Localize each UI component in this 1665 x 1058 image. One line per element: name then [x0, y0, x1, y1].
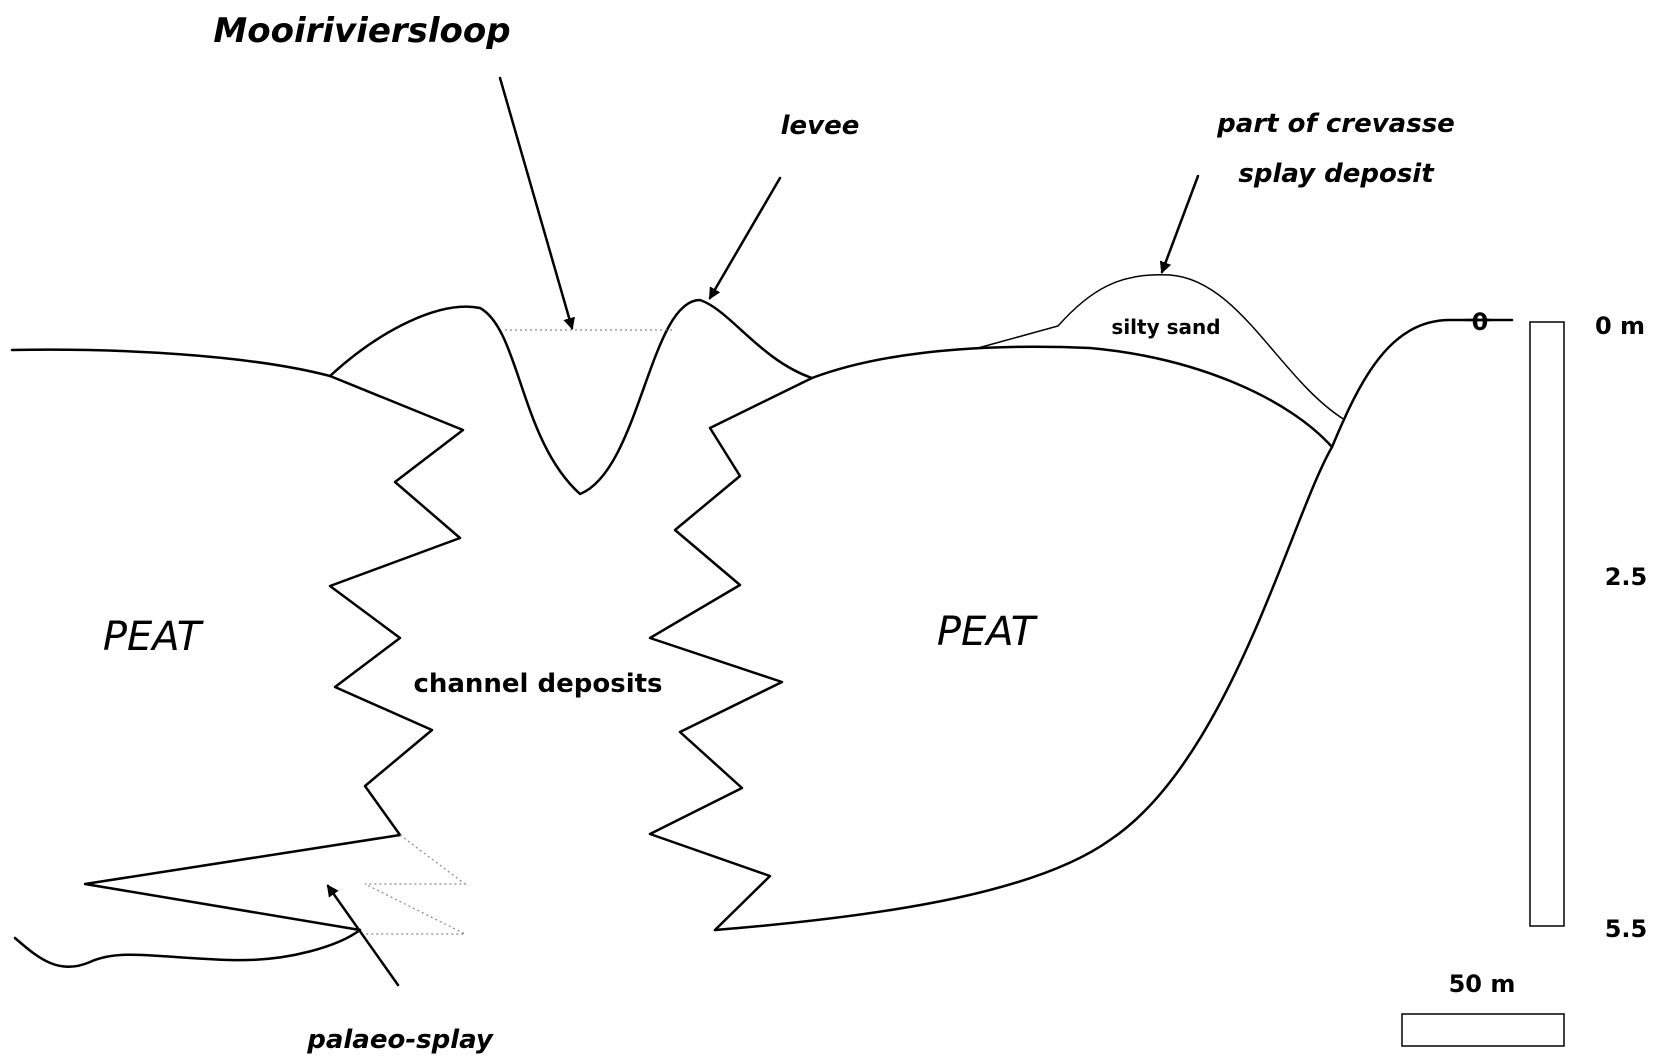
crevasse-splay-outline	[977, 273, 1346, 421]
left-channel-boundary	[328, 374, 465, 837]
levee-label: levee	[781, 111, 860, 141]
right-ground-surface	[810, 345, 1334, 449]
right-rise	[1330, 318, 1492, 449]
depth-tick-5-5: 5.5	[1605, 915, 1648, 943]
zero-marker: 0	[1472, 308, 1489, 336]
mooiriviersloop-arrow	[498, 76, 575, 330]
horizontal-scale-label: 50 m	[1449, 970, 1516, 998]
depth-tick-2-5: 2.5	[1605, 563, 1648, 591]
right-channel-boundary	[648, 376, 814, 932]
crevasse-label-line1: part of crevasse	[1216, 109, 1455, 139]
title-mooiriviersloop: Mooiriviersloop	[213, 11, 510, 51]
peat-right-label: PEAT	[937, 609, 1039, 655]
silty-sand-label: silty sand	[1111, 315, 1220, 339]
crevasse-arrow	[1159, 174, 1200, 274]
peat-base-curve	[713, 445, 1334, 932]
palaeo-splay-arrow	[326, 884, 400, 987]
palaeo-splay-inferred	[360, 834, 467, 935]
lower-left-surface	[13, 928, 362, 968]
channel-profile	[328, 298, 814, 496]
depth-scale-bar	[1529, 321, 1565, 927]
peat-left-label: PEAT	[103, 614, 205, 660]
palaeo-splay-label: palaeo-splay	[306, 1025, 494, 1055]
left-ground-surface	[10, 348, 332, 378]
palaeo-splay-wedge	[83, 833, 402, 932]
channel-deposits-label: channel deposits	[413, 669, 662, 699]
levee-arrow	[708, 176, 782, 300]
depth-tick-0: 0 m	[1595, 312, 1645, 340]
crevasse-label-line2: splay deposit	[1238, 159, 1435, 189]
horizontal-scale-bar	[1401, 1013, 1565, 1047]
